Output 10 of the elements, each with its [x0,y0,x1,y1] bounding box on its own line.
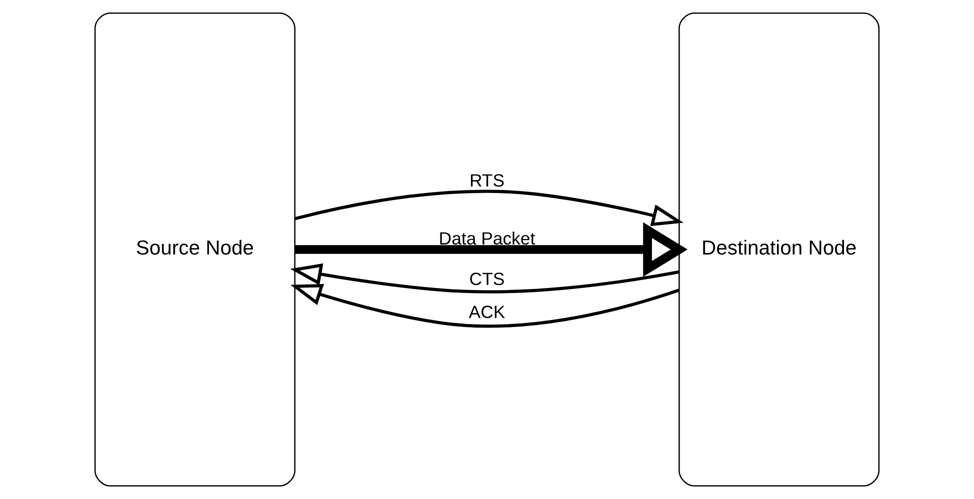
edge-label: Data Packet [438,228,536,249]
edge-label: RTS [469,170,505,191]
arrow [290,263,680,294]
arrow [290,284,680,328]
node-box: Source Node [94,12,296,487]
arrow [294,222,688,277]
edge-label: CTS [469,269,505,290]
arrow [294,190,684,226]
node-box: Destination Node [678,12,880,487]
edge-label: ACK [468,302,506,322]
